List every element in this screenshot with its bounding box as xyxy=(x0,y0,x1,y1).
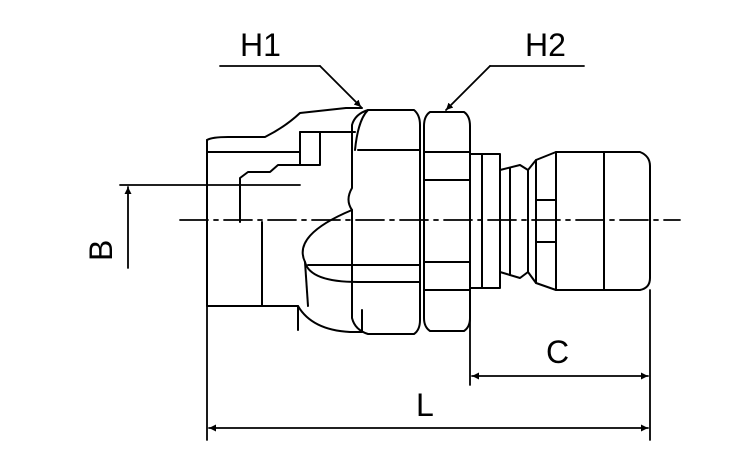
label-h1: H1 xyxy=(240,27,281,63)
label-b: B xyxy=(83,240,119,261)
hex-nut-h1 xyxy=(301,109,421,335)
dimension-l xyxy=(206,305,649,441)
sleeve-body xyxy=(206,107,363,333)
label-h2: H2 xyxy=(525,27,566,63)
hex-nut-h2 xyxy=(423,111,471,332)
label-l: L xyxy=(416,387,434,423)
leader-h2 xyxy=(445,65,585,111)
dimension-b xyxy=(119,184,301,269)
plug-body xyxy=(469,151,651,291)
label-c: C xyxy=(546,334,569,370)
leader-h1 xyxy=(219,65,362,108)
dimension-c xyxy=(469,289,651,441)
